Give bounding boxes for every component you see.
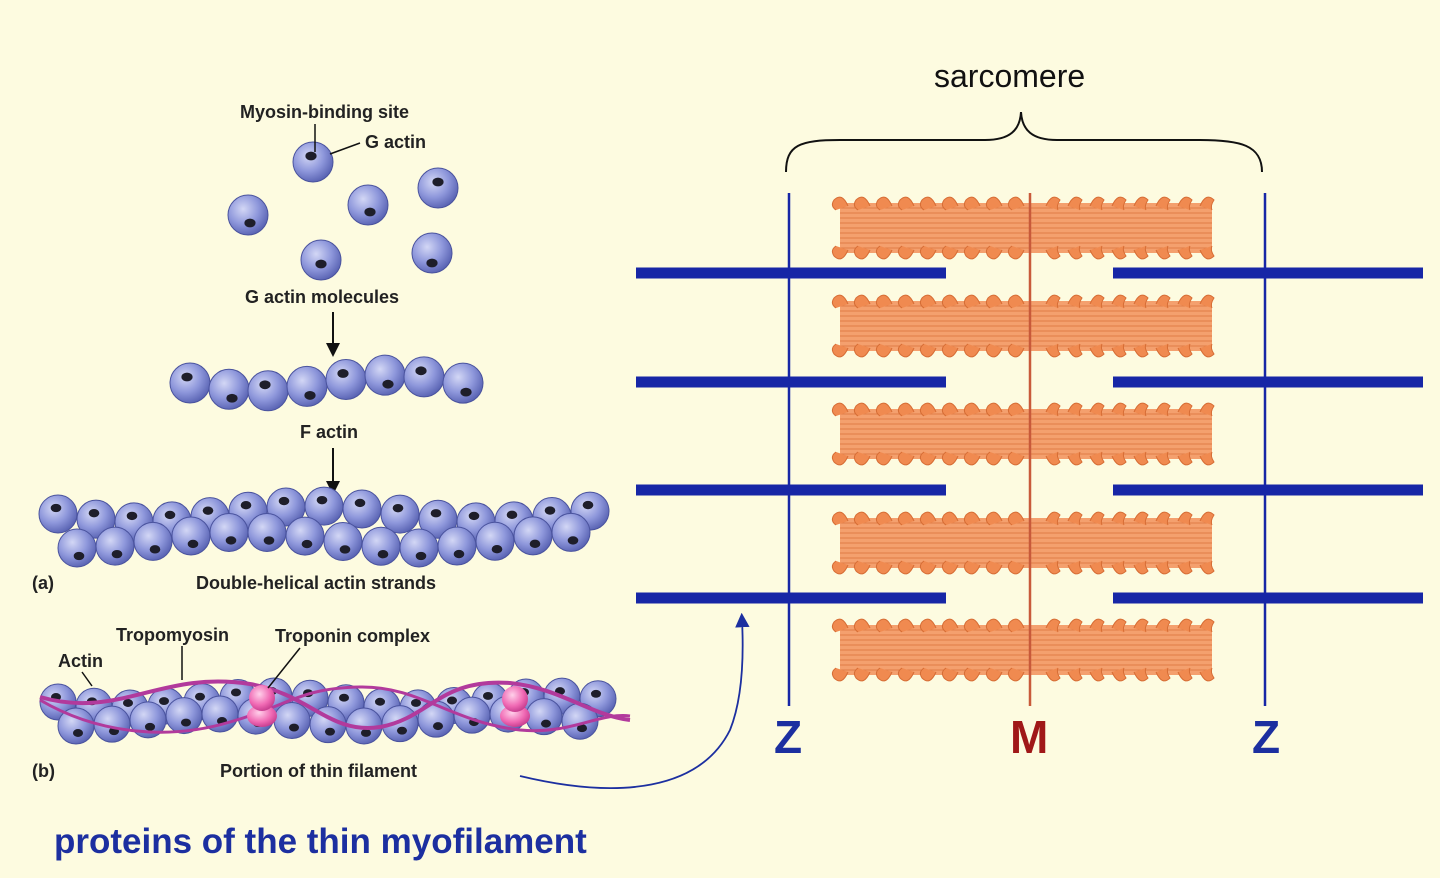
thick-filament xyxy=(831,618,1215,682)
helix-strand-a-monomer xyxy=(418,499,458,539)
g-actin-monomer xyxy=(347,184,389,226)
m-label: M xyxy=(1010,711,1049,763)
helix-strand-b-monomer xyxy=(247,513,287,553)
g-actin-leader xyxy=(329,142,361,155)
helix-strand-b-monomer xyxy=(171,516,211,556)
panel-b-label: (b) xyxy=(32,761,55,781)
f-actin-monomer xyxy=(247,370,289,412)
f-actin-monomer xyxy=(364,354,406,396)
thick-filaments xyxy=(831,196,1215,682)
g-actin-monomer xyxy=(227,194,269,236)
helix-strand-a-monomer xyxy=(38,494,78,534)
troponin-leader xyxy=(267,647,301,689)
thin-filament-monomer xyxy=(273,702,311,740)
f-actin-monomer xyxy=(403,356,445,398)
panel-a-label: (a) xyxy=(32,573,54,593)
double-helical-label: Double-helical actin strands xyxy=(196,573,437,593)
helix-strand-b-monomer xyxy=(513,516,553,556)
helix-strand-b-monomer xyxy=(399,528,439,568)
helix-strand-b-monomer xyxy=(437,526,477,566)
sarcomere-label: sarcomere xyxy=(934,58,1086,94)
helix-strand-b-monomer xyxy=(285,516,325,556)
f-actin-monomer xyxy=(325,358,367,400)
f-actin-monomer xyxy=(442,362,484,404)
thin-filament-portion-label: Portion of thin filament xyxy=(220,761,417,781)
thin-filaments xyxy=(636,267,1423,604)
tropomyosin-label: Tropomyosin xyxy=(116,625,230,645)
thick-filament xyxy=(831,402,1215,466)
thick-filament xyxy=(831,294,1215,358)
g-actin-molecules-label: G actin molecules xyxy=(245,287,400,307)
thick-filament xyxy=(831,196,1215,260)
f-actin-chain xyxy=(169,354,484,412)
g-actin-label: G actin xyxy=(365,132,427,152)
g-actin-monomer xyxy=(417,167,459,209)
g-actin-monomer xyxy=(411,232,453,274)
tropomyosin-strand-2 xyxy=(39,685,631,734)
actin-label: Actin xyxy=(58,651,103,671)
z-label-left: Z xyxy=(774,711,803,763)
actin-leader xyxy=(81,671,93,687)
thin-filament-monomer xyxy=(381,705,419,743)
troponin-complex-2 xyxy=(500,686,530,727)
helix-strand-a-monomer xyxy=(380,494,420,534)
helix-strand-b-monomer xyxy=(57,528,97,568)
helix-strand-b-monomer xyxy=(361,526,401,566)
f-actin-monomer xyxy=(169,362,211,404)
z-label-right: Z xyxy=(1252,711,1281,763)
thick-filament xyxy=(831,511,1215,575)
myosin-binding-site-label: Myosin-binding site xyxy=(240,102,409,122)
f-actin-monomer xyxy=(208,368,250,410)
helix-strand-b-monomer xyxy=(133,521,173,561)
f-actin-label: F actin xyxy=(300,422,359,442)
g-actin-monomers xyxy=(227,141,459,281)
double-helical-actin xyxy=(38,486,610,568)
helix-strand-a-monomer xyxy=(342,489,382,529)
sarcomere-brace xyxy=(785,111,1263,173)
helix-strand-b-monomer xyxy=(475,521,515,561)
helix-strand-b-monomer xyxy=(323,521,363,561)
tropomyosin-strand-1 xyxy=(39,679,631,731)
g-actin-monomer xyxy=(300,239,342,281)
helix-strand-b-monomer xyxy=(209,512,249,552)
g-actin-monomer xyxy=(292,141,334,183)
thin-filament-monomer xyxy=(561,702,599,740)
troponin-complex-label: Troponin complex xyxy=(275,626,431,646)
f-actin-monomer xyxy=(286,365,328,407)
helix-strand-b-monomer xyxy=(551,512,591,552)
figure-caption: proteins of the thin myofilament xyxy=(54,822,587,861)
helix-strand-b-monomer xyxy=(95,526,135,566)
troponin-complex-1 xyxy=(247,685,277,727)
thin-filament-monomer xyxy=(129,701,167,739)
thin-filament-monomer xyxy=(309,706,347,744)
connector-arrow xyxy=(519,612,750,789)
